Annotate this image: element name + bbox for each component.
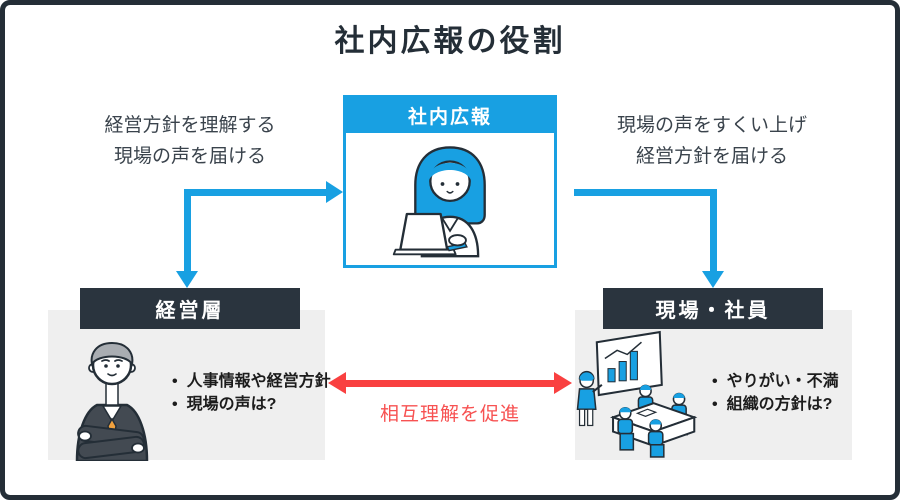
bullet-item: 組織の方針は? xyxy=(712,393,839,416)
management-bullet-list: 人事情報や経営方針 現場の声は? xyxy=(172,370,331,416)
hub-header: 社内広報 xyxy=(346,98,554,133)
bullet-item: やりがい・不満 xyxy=(712,370,839,393)
arrow-right-horizontal-segment xyxy=(574,189,717,196)
note-line: 経営方針を理解する xyxy=(104,115,276,136)
hub-body xyxy=(346,133,554,265)
arrow-left-vertical-segment xyxy=(184,189,191,271)
note-line: 現場の声を届ける xyxy=(113,146,266,167)
executive-illustration xyxy=(75,341,149,461)
mutual-arrowhead-left-icon xyxy=(328,372,346,394)
arrowhead-into-hub-left-icon xyxy=(326,181,343,203)
mutual-understanding-label: 相互理解を促進 xyxy=(379,404,520,425)
mutual-arrowhead-right-icon xyxy=(554,372,572,394)
employees-header: 現場・社員 xyxy=(603,288,823,329)
note-management-to-hub: 経営方針を理解する 現場の声を届ける xyxy=(60,110,320,172)
note-employees-to-hub: 現場の声をすくい上げ 経営方針を届ける xyxy=(582,110,842,172)
management-header: 経営層 xyxy=(80,288,300,329)
arrowhead-into-management-icon xyxy=(176,271,198,288)
page-title: 社内広報の役割 xyxy=(334,25,566,58)
employees-bullet-list: やりがい・不満 組織の方針は? xyxy=(712,370,839,416)
note-line: 現場の声をすくい上げ xyxy=(616,115,807,136)
arrow-right-vertical-segment xyxy=(710,189,717,271)
note-line: 経営方針を届ける xyxy=(635,146,788,167)
bullet-item: 人事情報や経営方針 xyxy=(172,370,331,393)
internal-pr-hub-box: 社内広報 xyxy=(343,95,557,268)
team-meeting-illustration xyxy=(576,330,698,458)
woman-at-laptop-illustration xyxy=(392,146,486,258)
arrowhead-into-employees-icon xyxy=(702,271,724,288)
mutual-arrow-line xyxy=(346,380,554,387)
arrow-left-horizontal-segment xyxy=(184,189,326,196)
bullet-item: 現場の声は? xyxy=(172,393,331,416)
